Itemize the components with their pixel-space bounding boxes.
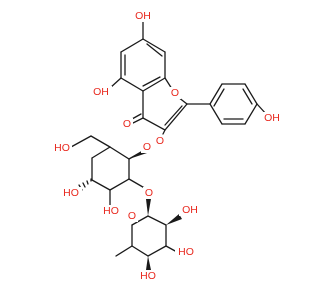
o-a1-label: O	[171, 87, 179, 99]
atom-o-c4: O	[121, 118, 133, 130]
o-ring-glc-label: O	[143, 141, 151, 153]
molecule-structure: OH OH O O O OH HO O	[52, 10, 282, 282]
atom-oh-a5: OH	[90, 86, 112, 98]
oh-a7-label: OH	[135, 10, 151, 22]
ho-ch2-label: HO	[54, 142, 70, 154]
o-c4-label: O	[123, 118, 131, 130]
atom-o-link3: O	[154, 135, 166, 147]
o-link2-label: O	[145, 187, 153, 199]
o-ring-rha-label: O	[128, 210, 136, 222]
atom-o-link2: O	[143, 187, 155, 199]
oh-a5-label: OH	[93, 86, 109, 98]
atom-o-ring-rha: O	[126, 210, 138, 222]
ho-c3r-label: HO	[178, 246, 194, 258]
atom-ho-c4g: HO	[60, 187, 82, 199]
ho-c4r-label: HO	[140, 270, 156, 282]
oh-c2r-label: OH	[182, 204, 198, 216]
atom-o-a1: O	[169, 87, 181, 99]
atom-ho-c3g: HO	[100, 205, 122, 217]
atom-ho-c3r: HO	[175, 246, 197, 258]
atom-ho-c4r: HO	[137, 270, 159, 282]
stereo-wedges	[78, 146, 182, 270]
atom-oh-a7: OH	[134, 10, 152, 22]
atom-ho-ch2: HO	[52, 142, 72, 154]
ho-c4g-label: HO	[63, 187, 79, 199]
ho-c3g-label: HO	[103, 205, 119, 217]
atom-labels: OH OH O O O OH HO O	[52, 10, 282, 282]
oh-b4-label: OH	[264, 112, 280, 124]
bond-lines	[70, 21, 268, 257]
atom-o-ring-glc: O	[141, 141, 153, 153]
o-link3-label: O	[156, 135, 164, 147]
atom-oh-c2r: OH	[179, 204, 201, 216]
atom-oh-b4: OH	[262, 112, 282, 124]
